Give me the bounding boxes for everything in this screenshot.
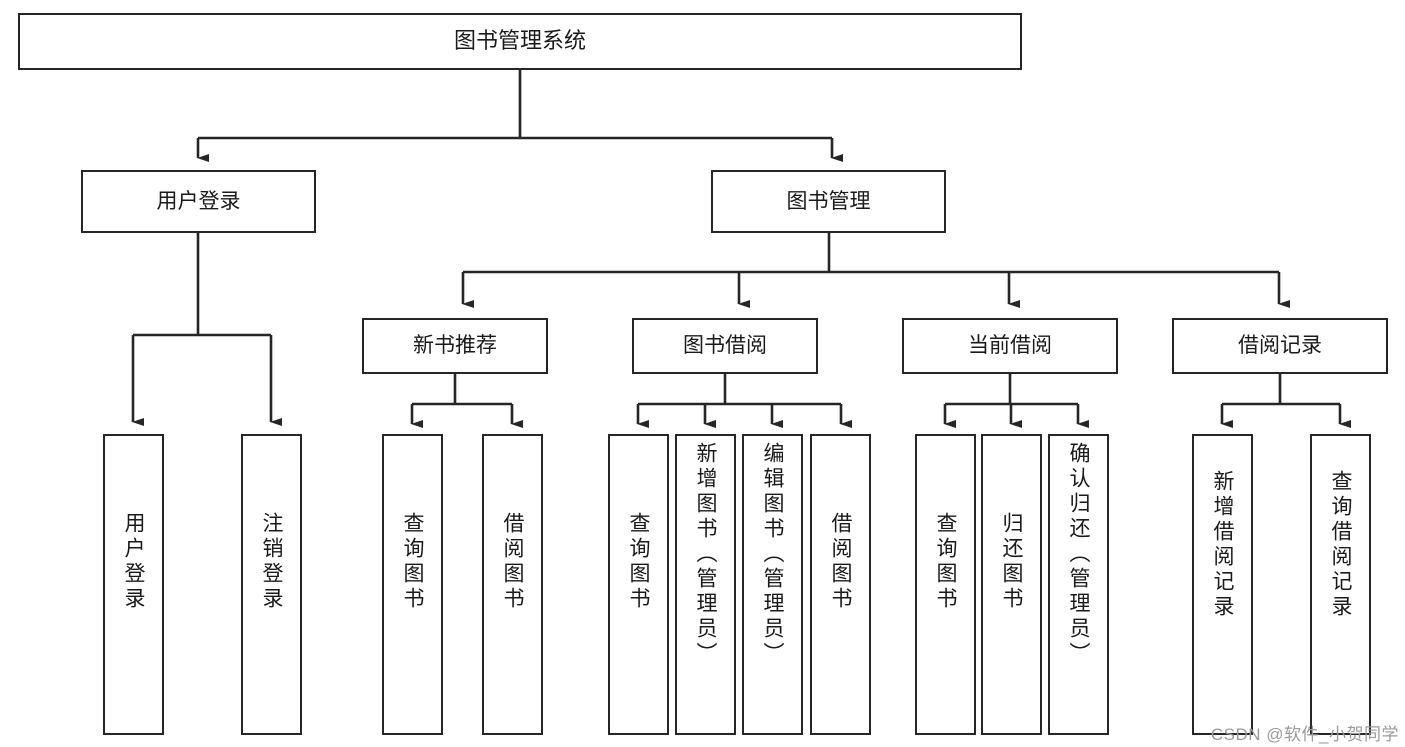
leaf-current-confirm-return[interactable]: 确认归还（管理员） bbox=[1048, 434, 1109, 735]
node-user-login[interactable]: 用户登录 bbox=[81, 170, 316, 233]
node-borrow-record[interactable]: 借阅记录 bbox=[1172, 318, 1388, 374]
leaf-user-login-signin[interactable]: 用户登录 bbox=[103, 434, 164, 735]
leaf-current-confirm-return-label: 确认归还（管理员） bbox=[1067, 442, 1090, 667]
node-current-borrow-label: 当前借阅 bbox=[968, 334, 1052, 358]
leaf-new-book-borrow-label: 借阅图书 bbox=[501, 512, 524, 612]
watermark: CSDN @软件_小贺同学 bbox=[1210, 725, 1399, 744]
leaf-borrow-query-book-label: 查询图书 bbox=[627, 512, 650, 612]
node-book-borrow[interactable]: 图书借阅 bbox=[632, 318, 818, 374]
leaf-current-query-book-label: 查询图书 bbox=[934, 512, 957, 612]
leaf-current-return-book[interactable]: 归还图书 bbox=[981, 434, 1042, 735]
leaf-new-book-query-label: 查询图书 bbox=[401, 512, 424, 612]
leaf-new-book-query[interactable]: 查询图书 bbox=[382, 434, 443, 735]
node-new-book-recommend[interactable]: 新书推荐 bbox=[362, 318, 548, 374]
leaf-borrow-add-book[interactable]: 新增图书（管理员） bbox=[675, 434, 736, 735]
node-book-management[interactable]: 图书管理 bbox=[711, 170, 946, 233]
leaf-borrow-borrow-book-label: 借阅图书 bbox=[829, 512, 852, 612]
node-current-borrow[interactable]: 当前借阅 bbox=[902, 318, 1118, 374]
leaf-user-login-signin-label: 用户登录 bbox=[122, 512, 145, 612]
leaf-record-add[interactable]: 新增借阅记录 bbox=[1192, 434, 1253, 735]
leaf-current-return-book-label: 归还图书 bbox=[1000, 512, 1023, 612]
node-new-book-recommend-label: 新书推荐 bbox=[413, 334, 497, 358]
leaf-record-add-label: 新增借阅记录 bbox=[1211, 470, 1234, 620]
leaf-record-query-label: 查询借阅记录 bbox=[1329, 470, 1352, 620]
node-book-management-label: 图书管理 bbox=[786, 189, 871, 213]
leaf-borrow-query-book[interactable]: 查询图书 bbox=[608, 434, 669, 735]
node-borrow-record-label: 借阅记录 bbox=[1238, 334, 1322, 358]
node-root[interactable]: 图书管理系统 bbox=[18, 13, 1022, 70]
leaf-borrow-borrow-book[interactable]: 借阅图书 bbox=[810, 434, 871, 735]
leaf-record-query[interactable]: 查询借阅记录 bbox=[1310, 434, 1371, 735]
leaf-borrow-edit-book-label: 编辑图书（管理员） bbox=[761, 442, 784, 667]
node-root-label: 图书管理系统 bbox=[453, 28, 586, 54]
leaf-borrow-add-book-label: 新增图书（管理员） bbox=[694, 442, 717, 667]
node-user-login-label: 用户登录 bbox=[156, 189, 241, 213]
node-book-borrow-label: 图书借阅 bbox=[683, 334, 767, 358]
leaf-current-query-book[interactable]: 查询图书 bbox=[915, 434, 976, 735]
leaf-new-book-borrow[interactable]: 借阅图书 bbox=[482, 434, 543, 735]
leaf-borrow-edit-book[interactable]: 编辑图书（管理员） bbox=[742, 434, 803, 735]
leaf-user-login-signout-label: 注销登录 bbox=[260, 512, 283, 612]
leaf-user-login-signout[interactable]: 注销登录 bbox=[241, 434, 302, 735]
